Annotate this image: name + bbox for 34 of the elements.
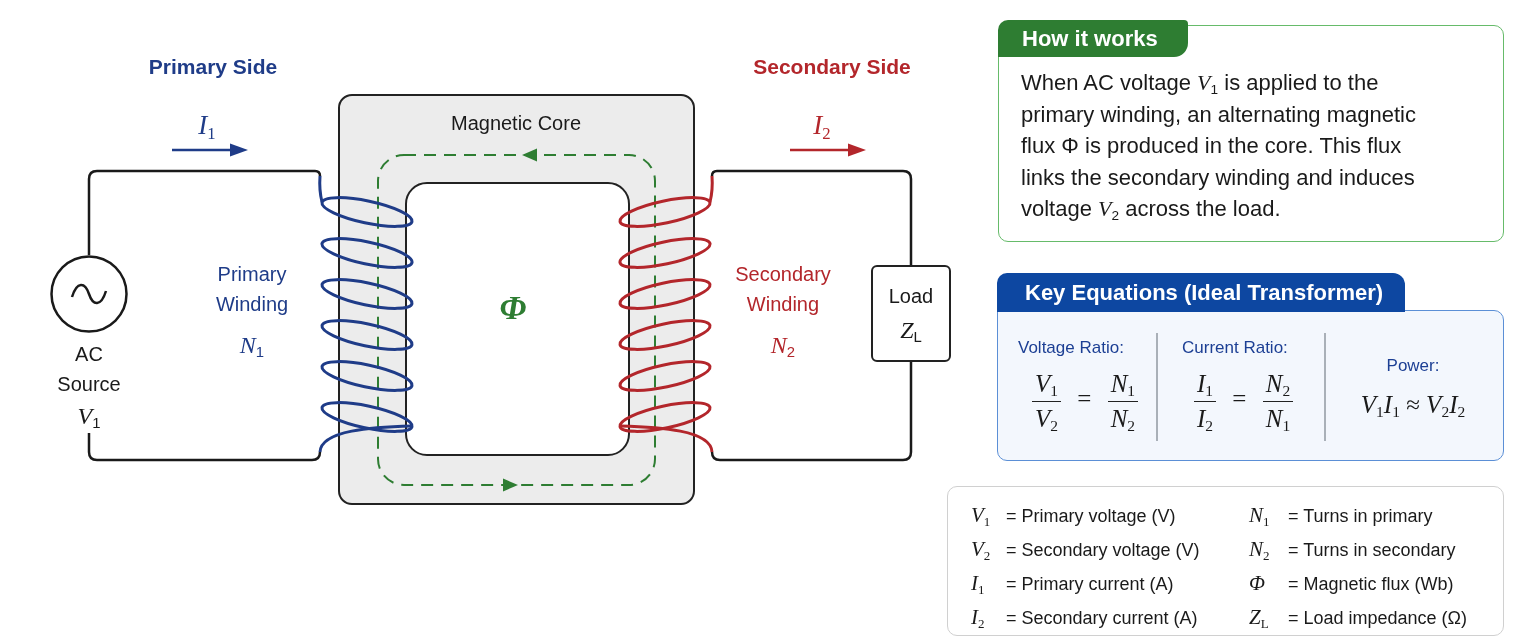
glossary-entry: V$_{1}$ = Primary voltage (V) <box>971 502 1176 529</box>
winding-label: Secondary Winding <box>735 262 831 317</box>
symbol-glossary <box>947 486 1504 636</box>
source-label: AC Source <box>57 342 121 397</box>
flux-symbol: Φ <box>499 289 527 327</box>
impedance-symbol: Z$_{L}$ <box>900 316 922 344</box>
winding-label: Primary Winding <box>215 262 289 317</box>
panel-heading: How it works <box>998 20 1188 57</box>
equation-label: Current Ratio: <box>1182 338 1288 358</box>
glossary-entry: N$_{2}$ = Turns in secondary <box>1249 536 1456 563</box>
description-text: When AC voltage V$_{1}$ is applied to the primary winding, an alternating magnetic flux Φ is produced in the core. This flux links the secondary winding and induces voltage V$_{2}$ across the load. <box>1021 69 1417 225</box>
current-symbol: I$_{1}$ <box>198 110 216 140</box>
core-label: Magnetic Core <box>450 111 582 136</box>
load-box <box>871 265 951 362</box>
glossary-entry: N$_{1}$ = Turns in primary <box>1249 502 1433 529</box>
equation-label: Power: <box>1386 356 1440 376</box>
turns-symbol: N$_{1}$ <box>239 331 265 360</box>
load-label: Load <box>888 284 934 309</box>
current-symbol: I$_{2}$ <box>813 110 831 140</box>
glossary-entry: I$_{2}$ = Secondary current (A) <box>971 604 1198 631</box>
side-heading: Primary Side <box>148 54 278 80</box>
side-heading: Secondary Side <box>753 54 911 80</box>
glossary-entry: V$_{2}$ = Secondary voltage (V) <box>971 536 1200 563</box>
glossary-entry: Z$_{L}$ = Load impedance (Ω) <box>1249 604 1468 631</box>
voltage-symbol: V$_{1}$ <box>77 402 101 431</box>
equation: V$_{1}$I$_{1}$ ≈ V$_{2}$I$_{2}$ <box>1360 390 1466 420</box>
wire <box>87 169 322 255</box>
turns-symbol: N$_{2}$ <box>770 331 796 360</box>
glossary-entry: I$_{1}$ = Primary current (A) <box>971 570 1174 597</box>
glossary-entry: Φ = Magnetic flux (Wb) <box>1249 570 1454 597</box>
wire <box>710 169 913 265</box>
equation-label: Voltage Ratio: <box>1018 338 1124 358</box>
panel-heading: Key Equations (Ideal Transformer) <box>997 273 1405 312</box>
magnetic-core <box>338 94 695 505</box>
